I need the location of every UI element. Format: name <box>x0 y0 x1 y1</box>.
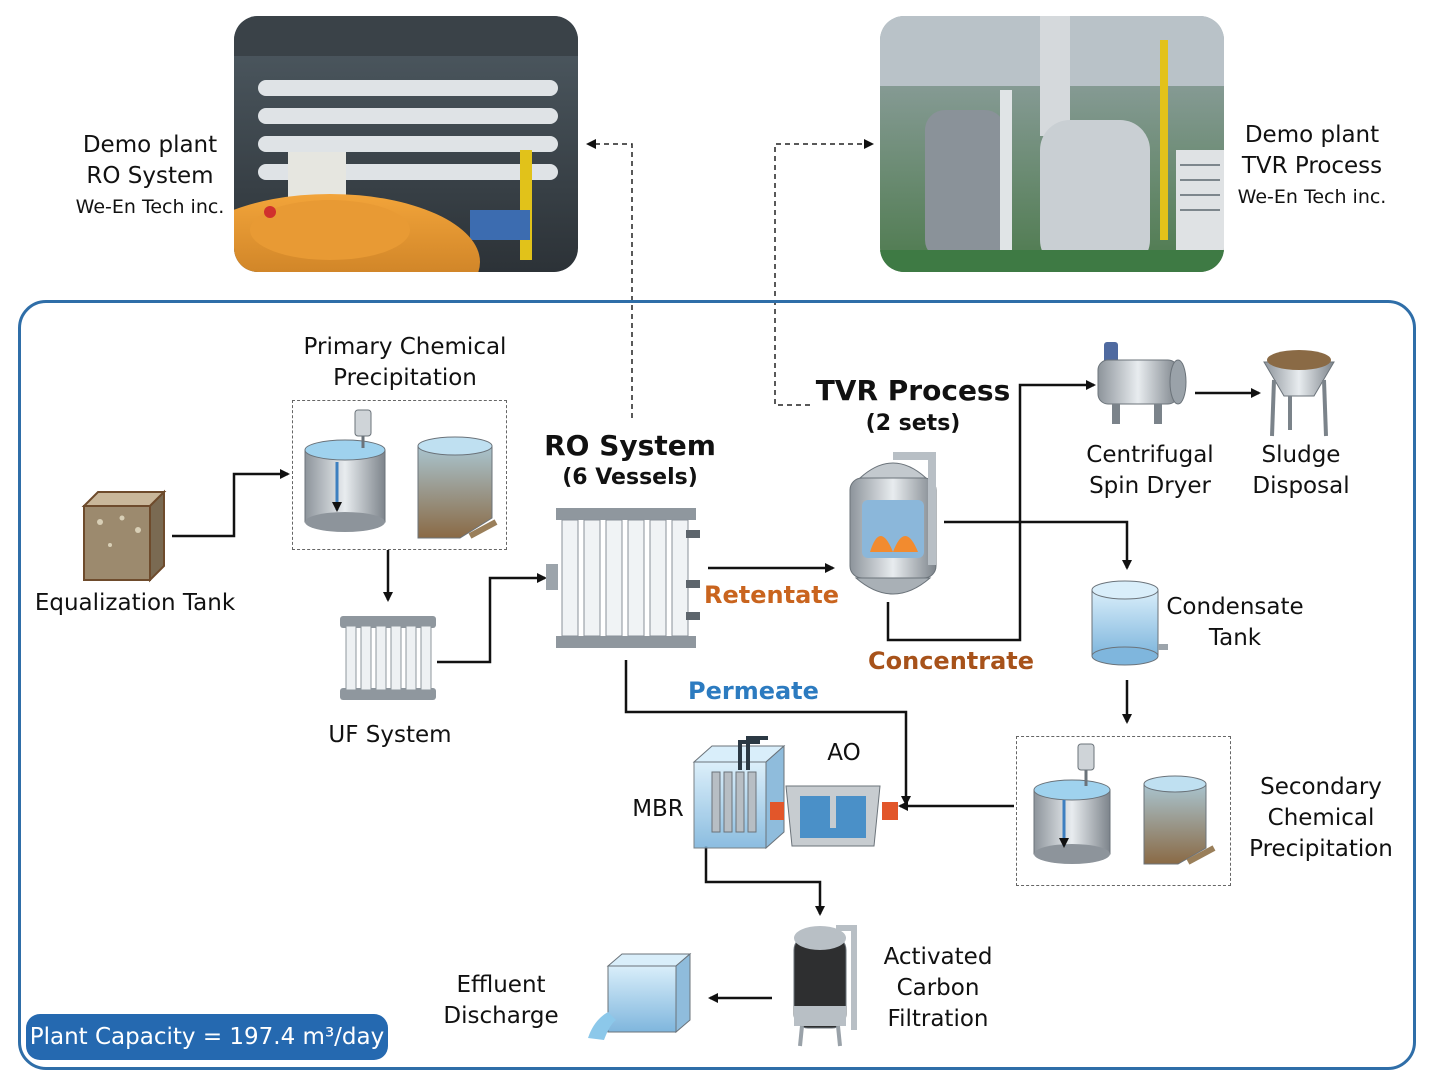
equalization-tank-label: Equalization Tank <box>34 590 236 616</box>
ao-label: AO <box>827 740 861 766</box>
secondary-precipitation-box <box>1016 736 1231 886</box>
sludge-disposal-label: Sludge Disposal <box>1236 440 1366 502</box>
tvr-process-subtitle: (2 sets) <box>865 411 961 436</box>
permeate-flow-label: Permeate <box>688 677 819 705</box>
centrifugal-dryer-line2: Spin Dryer <box>1089 473 1211 499</box>
ro-photo-caption-line1: Demo plant <box>82 132 218 158</box>
effluent-discharge-label: Effluent Discharge <box>436 970 566 1032</box>
tvr-photo-caption-line2: TVR Process <box>1241 153 1383 179</box>
ro-system-icon <box>546 508 700 648</box>
primary-settler-icon <box>417 436 498 539</box>
ro-photo-caption-line2: RO System <box>86 163 214 189</box>
tvr-to-centrifuge <box>886 380 1096 642</box>
centrifugal-dryer-label: Centrifugal Spin Dryer <box>1070 440 1230 502</box>
retentate-flow-label: Retentate <box>704 581 840 609</box>
secondary-precipitation-label: Secondary Chemical Precipitation <box>1240 772 1402 865</box>
tvr-evaporator-icon <box>849 452 937 595</box>
ro-system-subtitle: (6 Vessels) <box>562 465 698 490</box>
carbon-filter-icon <box>793 925 857 1047</box>
carbon-filtration-line1: Activated <box>883 944 993 970</box>
secondary-precipitation-line3: Precipitation <box>1249 836 1393 862</box>
tvr-photo-caption-company: We-En Tech inc. <box>1237 186 1387 208</box>
carbon-filtration-line3: Filtration <box>887 1006 989 1032</box>
uf-to-ro <box>437 573 547 664</box>
condensate-tank-line1: Condensate <box>1166 594 1304 620</box>
condensate-tank-line2: Tank <box>1208 625 1262 651</box>
effluent-tank-icon <box>588 952 692 1040</box>
secondary-precipitation-line1: Secondary <box>1260 774 1382 800</box>
ro-permeate-to-ao <box>624 660 911 806</box>
ro-photo-caption-company: We-En Tech inc. <box>75 196 225 218</box>
process-connectors <box>172 380 1261 1003</box>
ro-system-title: RO System <box>544 429 716 462</box>
primary-mix-tank-icon <box>304 409 386 532</box>
effluent-discharge-line1: Effluent <box>456 972 546 998</box>
sludge-disposal-line1: Sludge <box>1261 442 1341 468</box>
carbon-filtration-label: Activated Carbon Filtration <box>868 942 1008 1035</box>
plant-capacity-badge: Plant Capacity = 197.4 m³/day <box>26 1014 388 1060</box>
ro-demo-photo <box>234 16 578 272</box>
uf-system-icon <box>340 616 436 700</box>
mbr-tank-icon <box>692 736 786 850</box>
tvr-photo-link <box>774 139 874 406</box>
condensate-tank-icon <box>1091 580 1168 666</box>
tvr-photo-caption-line1: Demo plant <box>1244 122 1380 148</box>
uf-system-label: UF System <box>328 722 452 748</box>
mbr-to-carbon <box>704 846 825 916</box>
ro-photo-link <box>586 139 633 418</box>
condensate-tank-label: Condensate Tank <box>1160 592 1310 654</box>
tvr-process-title: TVR Process <box>815 374 1011 407</box>
eq-to-primary <box>172 469 290 538</box>
primary-precipitation-line2: Precipitation <box>333 365 477 391</box>
secondary-mix-tank-icon <box>1033 743 1111 864</box>
tvr-demo-photo <box>880 16 1224 272</box>
ro-photo-caption: Demo plant RO System We-En Tech inc. <box>60 130 240 223</box>
concentrate-flow-label: Concentrate <box>868 647 1035 675</box>
equalization-tank-icon <box>81 489 167 583</box>
ao-basin-icon <box>770 785 898 847</box>
tvr-to-condensate <box>944 520 1132 570</box>
sludge-disposal-line2: Disposal <box>1252 473 1350 499</box>
mbr-label: MBR <box>632 796 684 822</box>
primary-precipitation-label: Primary Chemical Precipitation <box>285 332 525 394</box>
secondary-settler-icon <box>1143 775 1216 865</box>
secondary-precipitation-line2: Chemical <box>1267 805 1375 831</box>
sludge-hopper-icon <box>1263 350 1335 437</box>
primary-precipitation-line1: Primary Chemical <box>303 334 507 360</box>
process-frame <box>18 300 1416 1070</box>
effluent-discharge-line2: Discharge <box>443 1003 559 1029</box>
centrifugal-dryer-line1: Centrifugal <box>1086 442 1214 468</box>
primary-precipitation-box <box>292 400 507 550</box>
tvr-photo-caption: Demo plant TVR Process We-En Tech inc. <box>1222 120 1402 213</box>
carbon-filtration-line2: Carbon <box>896 975 980 1001</box>
centrifugal-dryer-icon <box>1097 342 1187 424</box>
